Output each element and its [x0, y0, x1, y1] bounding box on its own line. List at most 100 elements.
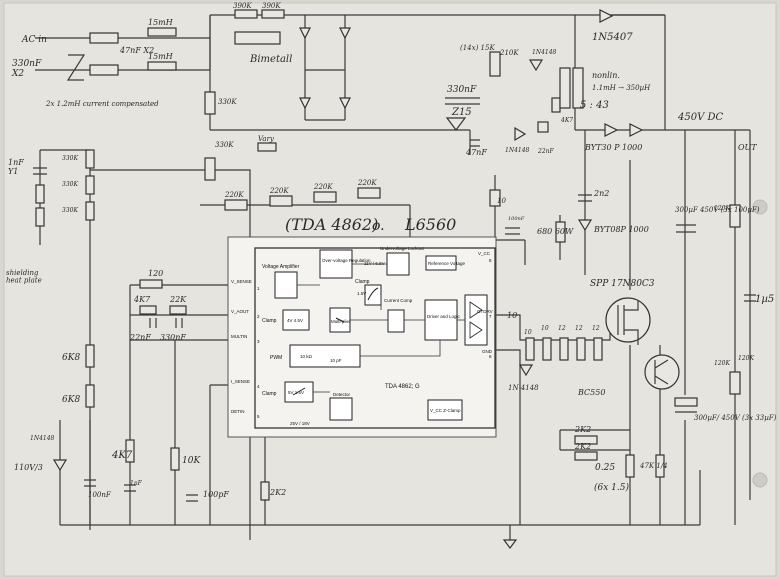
label-1n4148-a: 1N4148	[532, 49, 557, 56]
label-r330k-a: 330K	[218, 98, 237, 106]
punch-hole	[752, 199, 768, 215]
pin-gtdrv: GTDRV	[477, 309, 493, 314]
label-120k-c: 120K	[738, 355, 754, 362]
label-1nf-low: 1nF	[130, 480, 143, 487]
label-mov: Vary	[258, 135, 275, 143]
label-2k2-low: 2K2	[269, 488, 286, 497]
label-22nf: 22nF	[537, 148, 554, 155]
block-reference: Reference Voltage	[428, 261, 466, 266]
label-r-bank-5: 12	[592, 325, 600, 332]
ic-uvlo-val: 11V / 6.5V	[364, 261, 385, 266]
pin-number: 2	[257, 314, 260, 319]
block-current-comp: Current Comp	[384, 298, 413, 303]
label-vout: 450V DC	[677, 112, 724, 123]
pin-isense: I_SENSE	[231, 379, 250, 384]
label-680: 680 60W	[537, 227, 574, 236]
block-voltage-amp: Voltage Amplifier	[262, 264, 300, 270]
label-r220k-3: 220K	[313, 183, 333, 191]
block-uvlo: Undervoltage Lockout	[380, 246, 425, 251]
label-r330k-2: 330K	[62, 181, 78, 188]
label-10k: 10K	[182, 456, 201, 466]
punch-hole	[752, 472, 768, 488]
label-r14x: (14x) 15K	[460, 44, 495, 52]
pin-number: 1	[257, 286, 260, 291]
label-100nf-b: 100nF	[88, 491, 112, 499]
label-out: OUT	[738, 143, 757, 152]
label-r-bank-2: 10	[541, 325, 549, 332]
ic-r10k-val: 10 kΩ	[300, 354, 313, 359]
pin-number: 4	[257, 384, 260, 389]
label-z15: Z15	[451, 107, 472, 118]
pin-gnd: GND	[482, 349, 493, 354]
block-driver-logic: Driver and Logic	[427, 314, 461, 319]
label-22k: 22K	[169, 295, 187, 304]
ic-v5-val: 5V 1.5V	[288, 390, 304, 395]
label-spp: SPP 17N80C3	[590, 279, 655, 289]
label-1u5: 1µ5	[755, 294, 774, 305]
label-diode-1n: 1N4148	[30, 435, 55, 442]
label-300uf-b: 300µF/ 450V (3x 33µF)	[694, 414, 777, 422]
ic-caption: TDA 4862; G	[385, 384, 420, 390]
label-r-bank-3: 12	[558, 325, 566, 332]
ic-alt-prefix: o.	[372, 218, 385, 234]
pin-vcc: V_CC	[478, 251, 491, 256]
label-current-comp: 2x 1.2mH current compensated	[45, 100, 159, 108]
block-detector: Detector	[333, 392, 351, 397]
label-ratio: 5 : 43	[580, 100, 609, 111]
block-clamp-mid: Clamp	[262, 318, 277, 324]
label-r-bank-4: 12	[575, 325, 583, 332]
label-bc550: BC550	[577, 388, 605, 397]
block-clamp-low: Clamp	[262, 391, 277, 397]
label-100nf: 100nF	[508, 216, 525, 222]
ic-title: (TDA 4862)	[285, 215, 378, 234]
label-bimetal: Bimetall	[249, 54, 292, 65]
label-2k2-b: 2K2	[574, 442, 591, 451]
label-r330k-1: 330K	[62, 155, 78, 162]
label-6x15: (6x 1.5)	[594, 482, 629, 493]
block-vcc-clamp: V_CC Z-Clamp	[430, 408, 461, 413]
label-47k: 47K 1/4	[639, 462, 668, 470]
label-r-bank-1: 10	[524, 329, 532, 336]
label-2k2-a: 2K2	[574, 425, 591, 434]
label-100pf: 100pF	[203, 490, 229, 499]
label-025: 0.25	[595, 463, 615, 473]
label-6k8-b: 6K8	[62, 395, 80, 405]
pin-number: 5	[257, 414, 260, 419]
block-overvoltage: Over-voltage Regulation	[322, 258, 371, 263]
ic-v15-val: 1.5V	[357, 291, 366, 296]
label-nonlin: nonlin.	[592, 71, 620, 80]
label-ac-in: AC in	[21, 35, 47, 45]
label-ind-nonlin: 1.1mH → 350µH	[592, 84, 651, 92]
label-r220k-2: 220K	[269, 187, 289, 195]
label-6k8-a: 6K8	[62, 353, 80, 363]
ic-text: (TDA 4862) o. L6560 TDA 4862; G Voltage …	[231, 215, 493, 426]
label-2n2: 2n2	[593, 189, 609, 198]
label-22nf-mid: 22nF	[129, 333, 151, 342]
label-byt30: BYT30 P 1000	[584, 143, 642, 152]
label-byt08: BYT08P 1000	[593, 225, 649, 234]
ic-c10p-val: 10 pF	[330, 358, 342, 363]
components	[33, 9, 756, 502]
label-120k-b: 120K	[714, 360, 730, 367]
pin-multin: MULTIN	[231, 334, 247, 339]
pin-number: 6	[489, 354, 492, 359]
label-120: 120	[148, 269, 163, 278]
label-ind-15mh-a: 15mH	[148, 18, 174, 27]
ic-v4-val: 4V 4.5V	[287, 318, 303, 323]
pin-number: 7	[489, 314, 492, 319]
pin-detin: DETIN	[231, 409, 245, 414]
label-r390k-b: 390K	[262, 2, 281, 10]
label-1n4148-c: 1N 4148	[508, 384, 539, 392]
block-multiplier: Multi-plier	[331, 319, 351, 324]
label-120k-a: 120K	[714, 205, 730, 212]
label-r10-b: 10	[507, 311, 517, 320]
label-r330k-b: 330K	[215, 141, 234, 149]
label-47nf: 47nF	[465, 148, 487, 157]
block-pwm: PWM	[270, 355, 282, 361]
label-cap-47nf-x2: 47nF X2	[119, 46, 154, 55]
label-330nf-mid: 330nF	[160, 333, 186, 342]
